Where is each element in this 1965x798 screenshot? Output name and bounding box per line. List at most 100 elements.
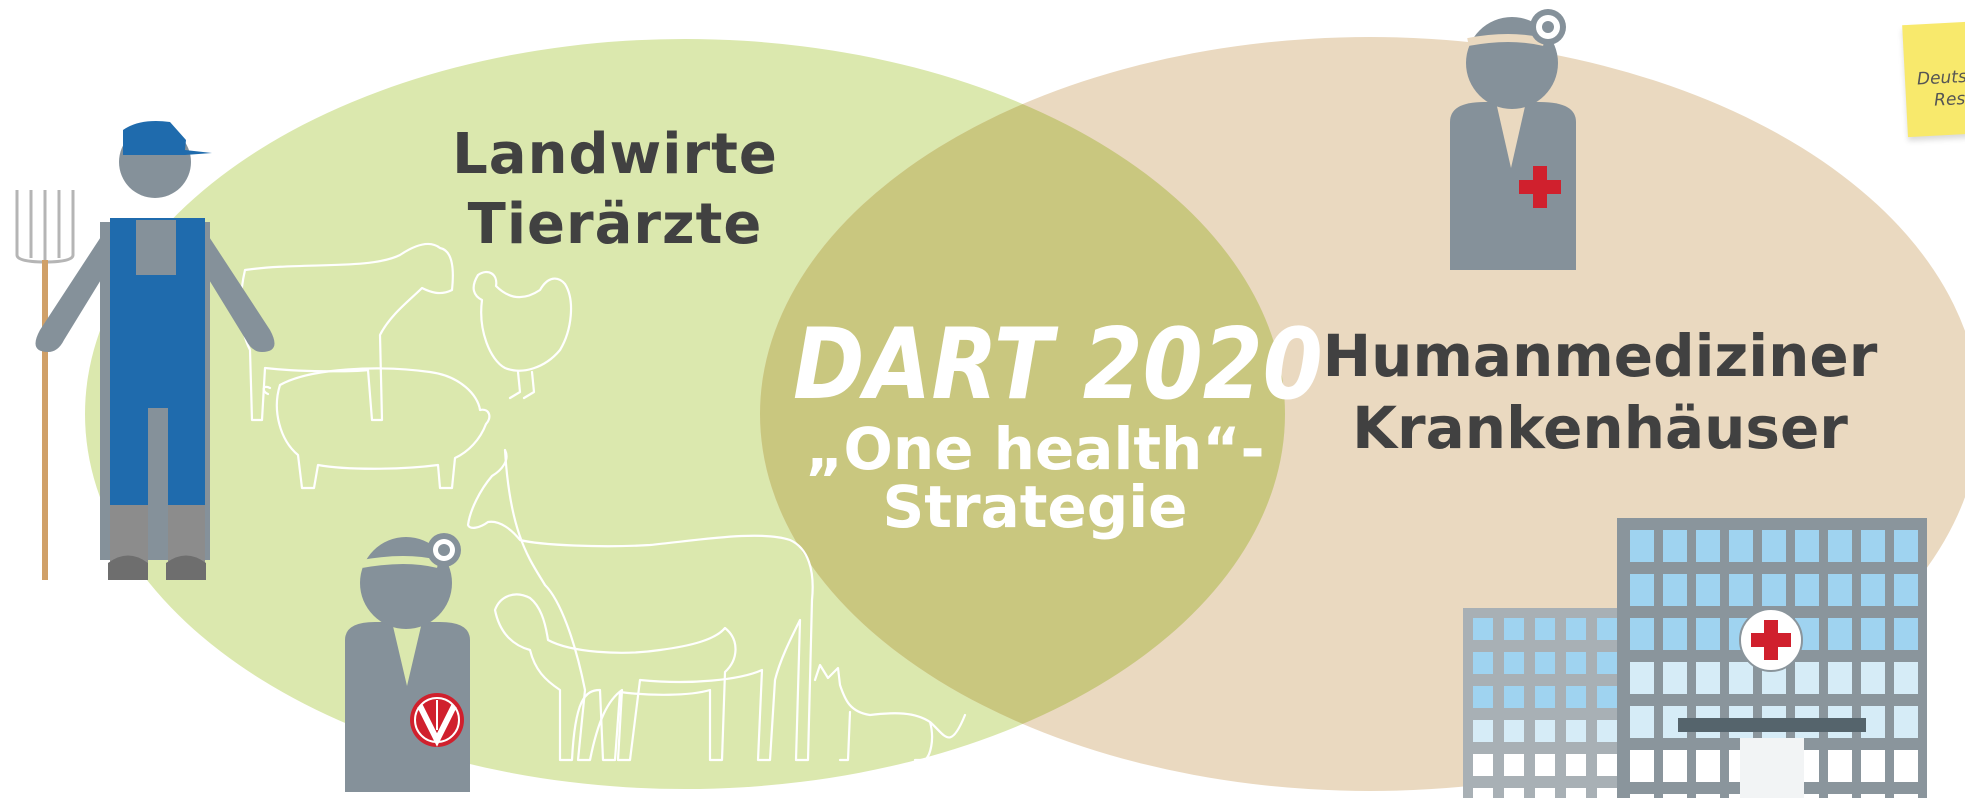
hospital-window — [1696, 530, 1720, 562]
sticky-note: Deuts Res — [1902, 18, 1965, 138]
hospital-window — [1663, 618, 1687, 650]
pig-outline — [262, 367, 491, 490]
hospital-window — [1663, 750, 1687, 782]
hospital-window — [1894, 574, 1918, 606]
hospital-window — [1696, 574, 1720, 606]
hospital-window — [1597, 720, 1617, 742]
farmers-label: Landwirte — [452, 122, 778, 187]
hospital-window — [1566, 788, 1586, 798]
hospital-window — [1597, 754, 1617, 776]
dog-outline — [493, 593, 737, 762]
hospital-window — [1894, 750, 1918, 782]
hospital-window — [1630, 750, 1654, 782]
physicians-label: Humanmediziner — [1322, 322, 1878, 390]
hospital-window — [1696, 618, 1720, 650]
human-medicine-label: Humanmediziner Krankenhäuser — [1280, 320, 1920, 464]
hospital-window — [1696, 750, 1720, 782]
hospital-window — [1473, 788, 1493, 798]
hospital-window — [1630, 706, 1654, 738]
horse-outline — [466, 448, 814, 762]
hospitals-label: Krankenhäuser — [1352, 394, 1848, 462]
hospital-window — [1473, 618, 1493, 640]
hospital-window — [1729, 574, 1753, 606]
one-health-overlap — [760, 39, 1285, 789]
hospital-window — [1828, 574, 1852, 606]
red-cross-icon — [1519, 166, 1561, 208]
hospital-window — [1535, 686, 1555, 708]
hospital-window — [1597, 686, 1617, 708]
hospital-window — [1762, 574, 1786, 606]
hospital-window — [1473, 686, 1493, 708]
hospital-window — [1630, 530, 1654, 562]
hospital-window — [1894, 794, 1918, 798]
hospital-window — [1597, 618, 1617, 640]
hospital-window — [1535, 652, 1555, 674]
chicken-outline — [472, 270, 573, 400]
hospital-window — [1597, 652, 1617, 674]
hospital-window — [1861, 794, 1885, 798]
veterinarian-icon — [345, 533, 470, 792]
farmers-vets-label: Landwirte Tierärzte — [400, 120, 830, 260]
one-health-line: „One health“- — [805, 415, 1265, 483]
hospital-window — [1566, 618, 1586, 640]
hospital-window — [1828, 662, 1852, 694]
hospital-window — [1696, 662, 1720, 694]
doctor-icon — [1450, 9, 1576, 270]
hospital-window — [1504, 686, 1524, 708]
hospital-window — [1473, 720, 1493, 742]
hospital-window — [1828, 618, 1852, 650]
hospital-window — [1795, 530, 1819, 562]
hospital-window — [1894, 706, 1918, 738]
hospital-window — [1861, 618, 1885, 650]
hospital-window — [1535, 720, 1555, 742]
hospital-window — [1894, 662, 1918, 694]
hospital-window — [1729, 530, 1753, 562]
animal-outlines — [239, 242, 967, 762]
hospital-window — [1630, 794, 1654, 798]
vet-badge-icon — [410, 693, 464, 747]
hospital-window — [1504, 618, 1524, 640]
cat-outline — [813, 663, 967, 762]
hospital-window — [1473, 754, 1493, 776]
hospital-window — [1566, 754, 1586, 776]
hospital-window — [1566, 652, 1586, 674]
hospital-window — [1504, 788, 1524, 798]
hospital-window — [1663, 574, 1687, 606]
strategie-line: Strategie — [882, 473, 1188, 541]
hospital-window — [1861, 662, 1885, 694]
farmer-icon — [15, 121, 275, 580]
dart-title: DART 2020 — [793, 308, 1323, 422]
hospital-window — [1762, 530, 1786, 562]
hospital-window — [1630, 574, 1654, 606]
hospital-window — [1795, 662, 1819, 694]
pitchfork-icon — [15, 190, 75, 580]
hospital-window — [1597, 788, 1617, 798]
hospital-window — [1795, 574, 1819, 606]
hospital-window — [1663, 662, 1687, 694]
hospital-window — [1663, 794, 1687, 798]
one-health-subtitle: „One health“- Strategie — [760, 420, 1310, 536]
hospital-window — [1630, 618, 1654, 650]
hospital-window — [1828, 530, 1852, 562]
hospital-window — [1535, 618, 1555, 640]
vets-label: Tierärzte — [467, 192, 763, 257]
hospital-window — [1828, 794, 1852, 798]
hospital-window — [1795, 794, 1819, 798]
hospital-window — [1504, 720, 1524, 742]
hospital-window — [1861, 750, 1885, 782]
hospital-window — [1663, 530, 1687, 562]
hospital-icon — [1463, 518, 1927, 798]
hospital-window — [1566, 686, 1586, 708]
hospital-cross-icon — [1739, 608, 1803, 672]
hospital-window — [1894, 530, 1918, 562]
hospital-window — [1894, 618, 1918, 650]
hospital-window — [1504, 754, 1524, 776]
hospital-window — [1729, 662, 1753, 694]
hospital-window — [1473, 652, 1493, 674]
sticky-note-line1: Deuts — [1916, 66, 1965, 90]
cow-outline — [239, 242, 454, 422]
hospital-window — [1535, 788, 1555, 798]
hospital-window — [1504, 652, 1524, 674]
hospital-window — [1630, 662, 1654, 694]
